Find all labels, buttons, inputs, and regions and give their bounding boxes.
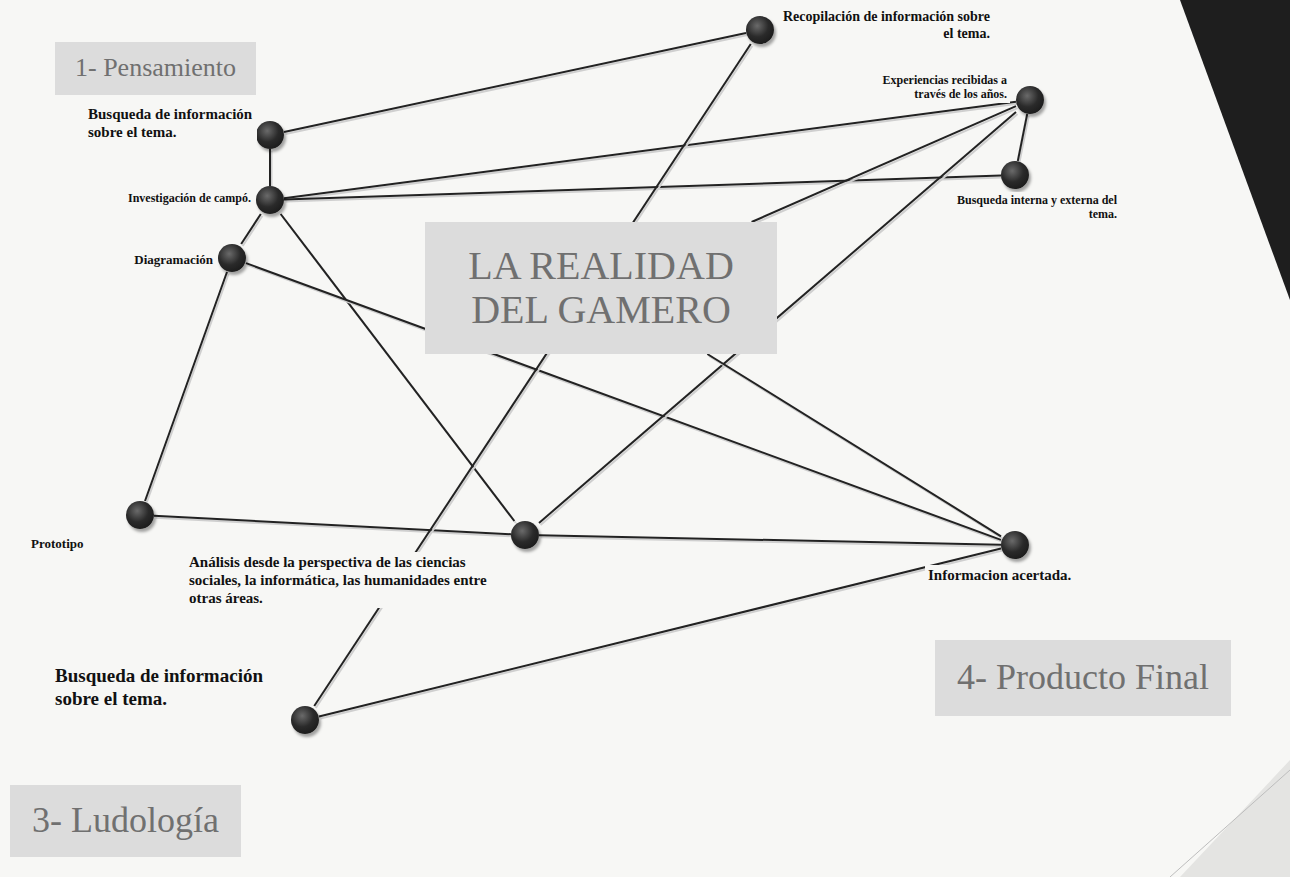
string-line <box>707 354 1002 538</box>
string <box>284 175 1001 199</box>
push-pin: Prototipo <box>126 501 154 529</box>
string-line <box>270 149 272 188</box>
push-pin: Busqueda interna y externa del tema. <box>1001 161 1029 189</box>
pin-label: Busqueda de información sobre el tema. <box>52 664 290 712</box>
push-pin: Investigación de campó. <box>256 186 284 214</box>
title-band: 4- Producto Final <box>935 640 1231 716</box>
string <box>269 149 271 186</box>
string-shadow <box>541 537 1003 546</box>
title-band: 3- Ludología <box>10 785 241 857</box>
push-pin: Recopilación de información sobre el tem… <box>746 16 774 44</box>
string-line <box>1018 114 1029 163</box>
band-title: 3- Ludología <box>32 801 219 841</box>
string-line <box>314 44 752 708</box>
string-line <box>145 272 228 503</box>
string <box>154 516 511 535</box>
string-line <box>154 516 513 537</box>
string-shadow <box>286 104 1018 200</box>
pin-label: Diagramación <box>90 251 216 269</box>
string <box>241 214 261 244</box>
string <box>284 33 746 132</box>
push-pin: Busqueda de información sobre el tema. <box>256 121 284 149</box>
string <box>284 102 1016 198</box>
push-pin: Diagramación <box>218 244 246 272</box>
string <box>539 535 1001 544</box>
push-pin: Informacion acertada. <box>1001 531 1029 559</box>
pin-label: Informacion acertada. <box>925 565 1135 585</box>
band-title: LA REALIDAD DEL GAMERO <box>451 244 751 332</box>
string-shadow <box>243 216 263 246</box>
band-title: 4- Producto Final <box>957 658 1209 698</box>
push-pin: Busqueda de información sobre el tema. <box>291 706 319 734</box>
title-band: LA REALIDAD DEL GAMERO <box>425 222 777 354</box>
paper-edge-line <box>1170 770 1290 877</box>
string-shadow <box>286 35 748 134</box>
string <box>707 354 1001 536</box>
pin-label: Prototipo <box>28 535 124 553</box>
string-line <box>241 214 262 246</box>
string <box>1018 114 1027 161</box>
pin-label: Busqueda interna y externa del tema. <box>950 192 1120 223</box>
push-pin: Experiencias recibidas a través de los a… <box>1016 86 1044 114</box>
pin-label: Investigación de campó. <box>58 190 254 206</box>
string-line <box>284 175 1003 201</box>
band-title: 1- Pensamiento <box>75 54 236 83</box>
push-pin: Análisis desde la perspectiva de las cie… <box>511 521 539 549</box>
title-band: 1- Pensamiento <box>55 42 256 95</box>
string-shadow <box>156 518 513 537</box>
pin-label: Análisis desde la perspectiva de las cie… <box>186 552 496 608</box>
pin-label: Busqueda de información sobre el tema. <box>85 104 257 142</box>
string-line <box>284 102 1018 200</box>
string-shadow <box>1019 116 1028 163</box>
string-shadow <box>286 177 1003 201</box>
string <box>145 272 227 501</box>
pin-label: Recopilación de información sobre el tem… <box>778 8 993 44</box>
string-shadow <box>316 46 753 708</box>
string-shadow <box>147 274 229 503</box>
pin-label: Experiencias recibidas a través de los a… <box>852 72 1010 103</box>
string-line <box>284 33 748 134</box>
dark-corner <box>1180 0 1290 300</box>
string-line <box>539 535 1003 546</box>
